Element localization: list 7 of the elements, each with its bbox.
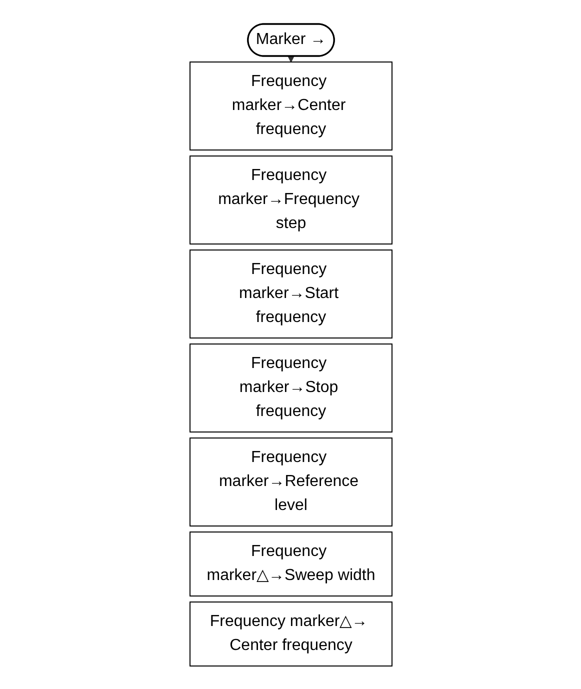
node-box: Frequency marker→Reference level <box>189 437 392 526</box>
node-box: Frequency marker→Start frequency <box>189 249 392 338</box>
node-box: Frequency marker△→ Center frequency <box>189 601 392 666</box>
node-box: Frequency marker→Frequency step <box>189 155 392 244</box>
node-box: Frequency marker→Center frequency <box>189 61 392 150</box>
node-box: Frequency marker→Stop frequency <box>189 343 392 432</box>
node-box: Frequency marker△→Sweep width <box>189 531 392 596</box>
